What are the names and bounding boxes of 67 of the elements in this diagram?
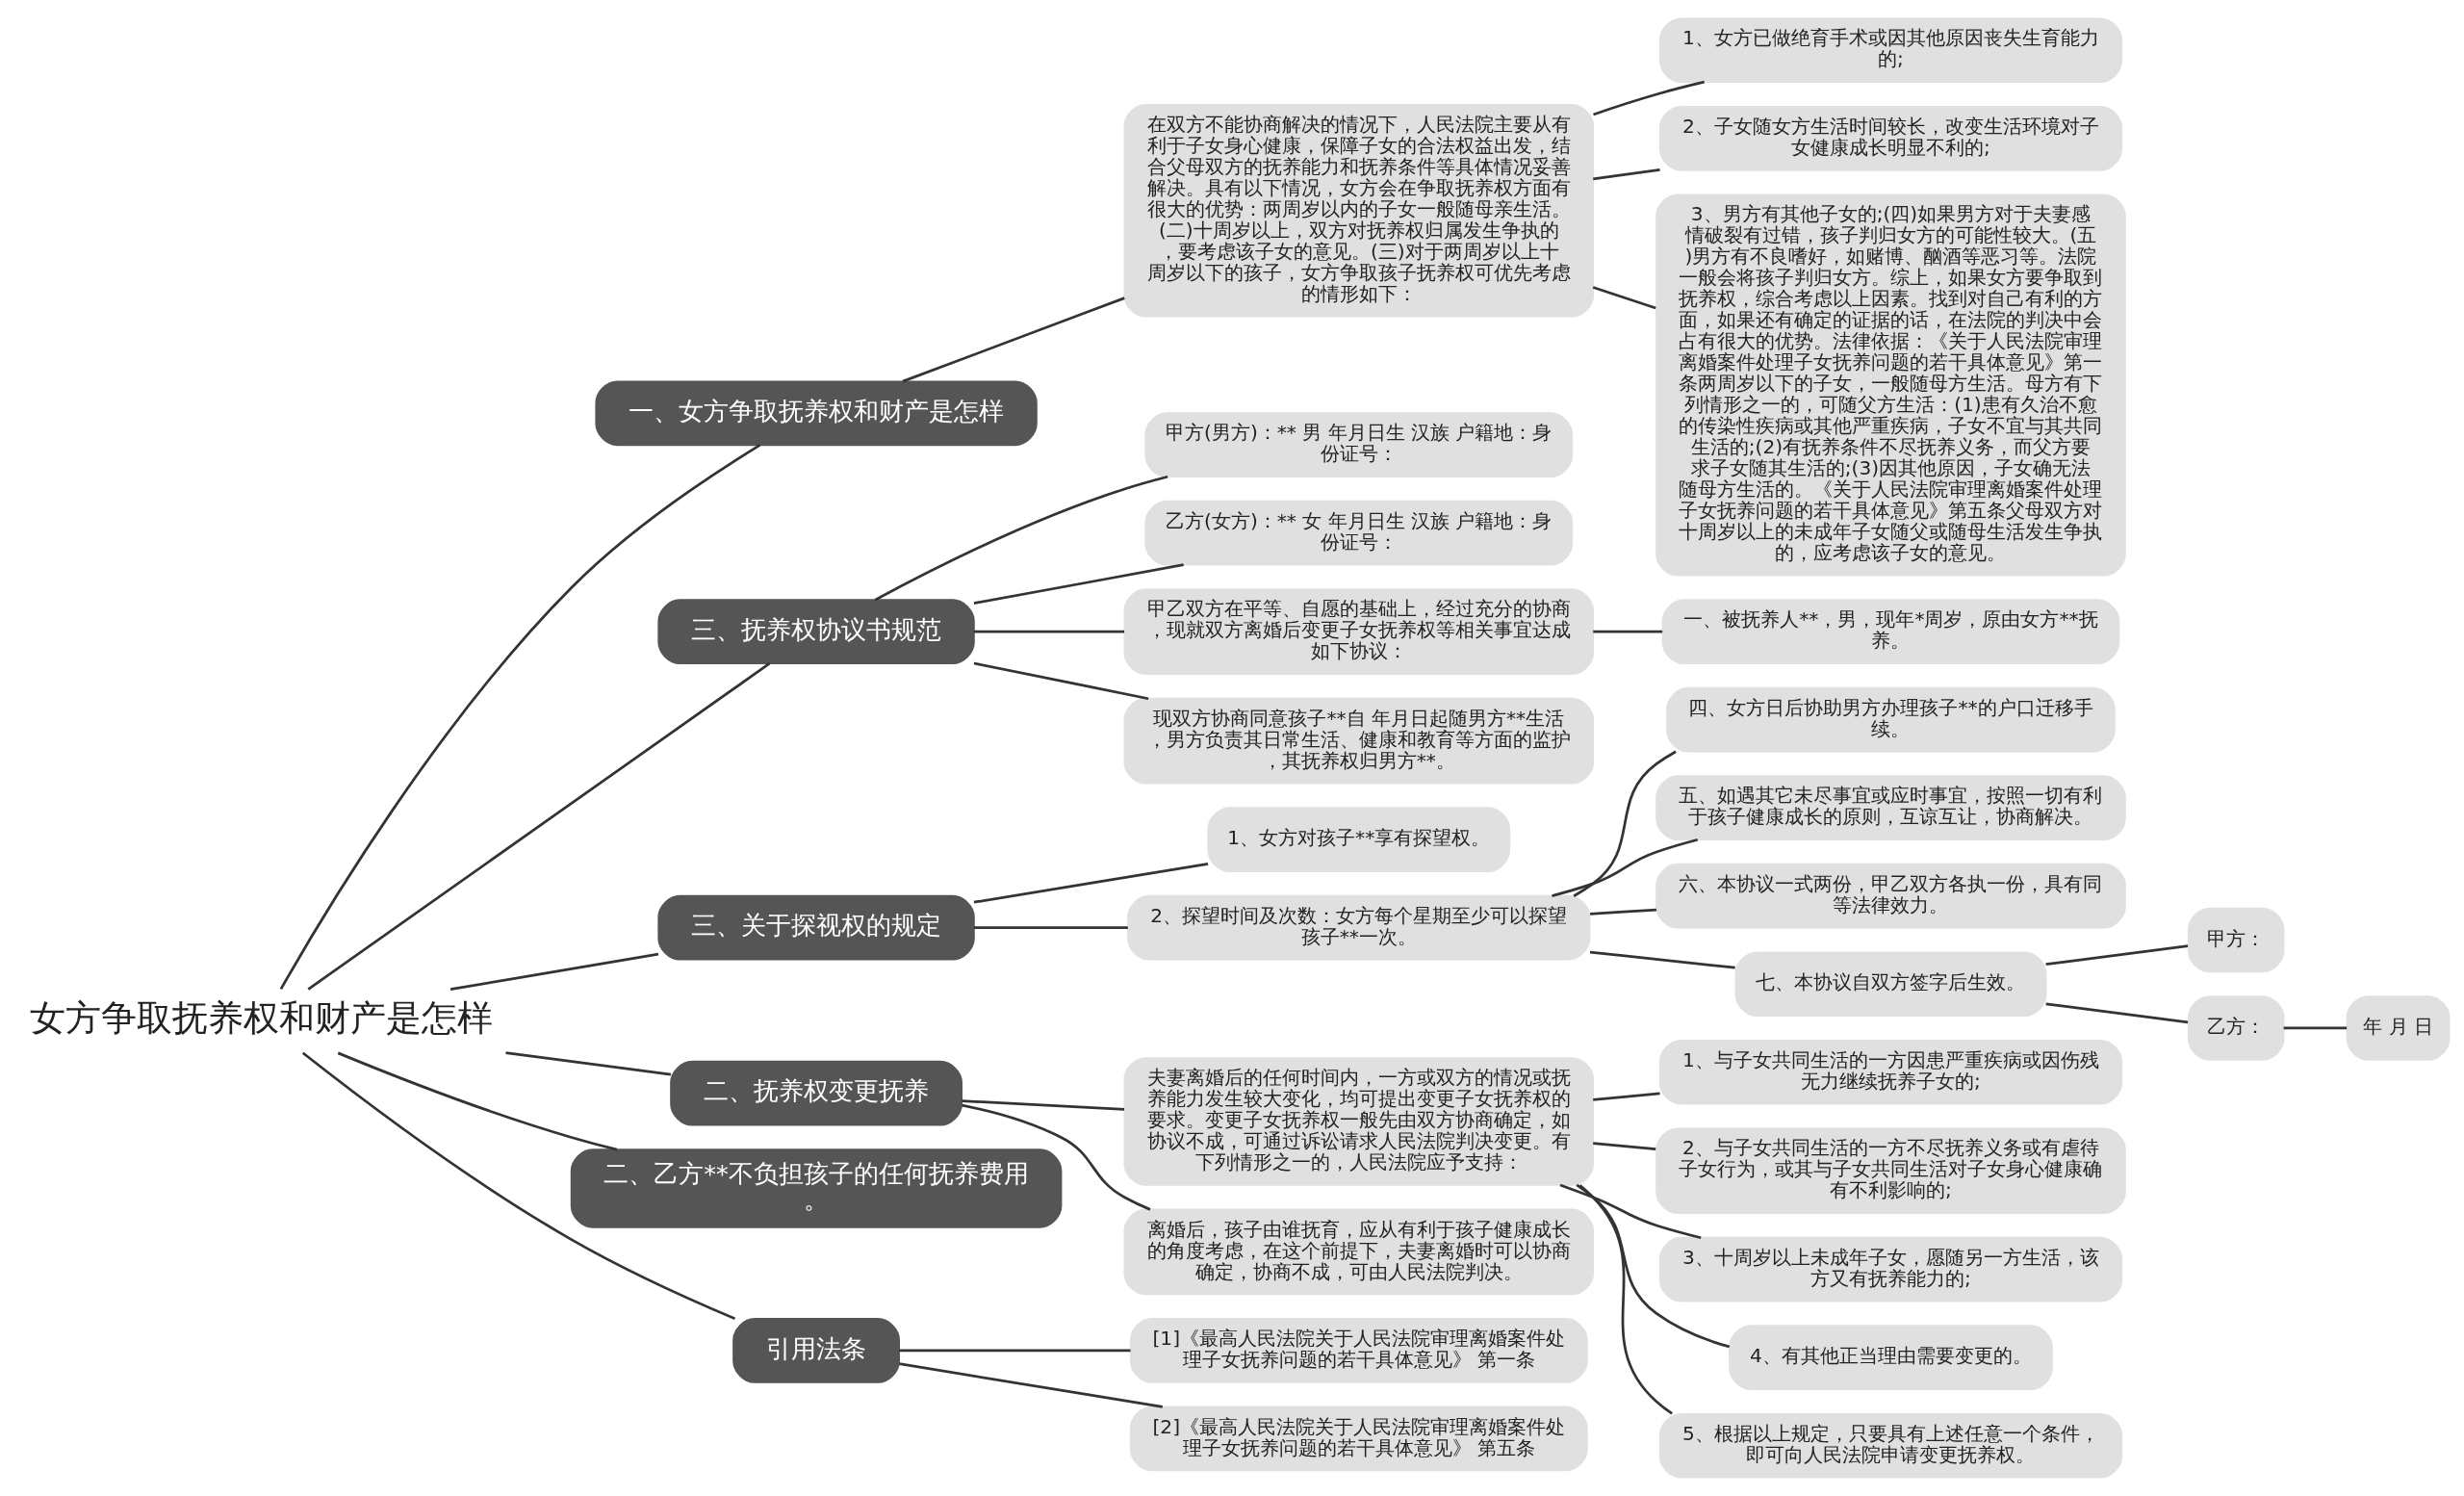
connector: [1593, 168, 1660, 181]
node-box: 1、女方对孩子**享有探望权。: [1207, 807, 1511, 873]
connector: [2283, 1026, 2348, 1030]
connector: [505, 1051, 672, 1076]
connector: [973, 863, 1209, 904]
node-box: 离婚后，孩子由谁抚育，应从有利于孩子健康成长的角度考虑，在这个前提下，夫妻离婚时可以协商确定，协商不成，可由人民法院判决。: [1123, 1208, 1595, 1296]
node-box: 乙方(女方)：** 女 年月日生 汉族 户籍地：身份证号：: [1144, 500, 1574, 566]
connector: [973, 661, 1149, 701]
connector: [962, 1099, 1125, 1111]
connector: [1593, 1092, 1660, 1101]
connector: [1559, 1183, 1702, 1240]
connector: [1552, 838, 1699, 897]
node-box: 3、十周岁以上未成年子女，愿随另一方生活，该方又有抚养能力的;: [1658, 1236, 2123, 1303]
node-box: 5、根据以上规定，只要具有上述任意一个条件，即可向人民法院申请变更抚养权。: [1658, 1412, 2123, 1479]
connector: [973, 926, 1128, 930]
node-box: 现双方协商同意孩子**自 年月日起随男方**生活，男方负责其日常生活、健康和教育等方面的监护，其抚养权归男方**。: [1123, 697, 1595, 785]
node-box: 1、女方已做绝育手术或因其他原因丧失生育能力的;: [1658, 17, 2123, 84]
node-box: 2、与子女共同生活的一方不尽抚养义务或有虐待子女行为，或其与子女共同生活对子女身心健康确有不利影响的;: [1656, 1127, 2126, 1215]
connector: [2045, 944, 2189, 967]
node-box: 夫妻离婚后的任何时间内，一方或双方的情况或抚养能力发生较大变化，均可提出变更子女抚养权的要求。变更子女抚养权一般先由双方协商确定，如协议不成，可通过诉讼请求人民法院判决变更。有下列情形之一的，人民法院应予支持：: [1123, 1057, 1595, 1186]
connector: [1578, 1184, 1673, 1415]
node-box: 七、本协议自双方签字后生效。: [1734, 951, 2047, 1018]
connector: [899, 1349, 1131, 1353]
node-box: 甲乙双方在平等、自愿的基础上，经过充分的协商，现就双方离婚后变更子女抚养权等相关事宜达成如下协议：: [1123, 588, 1595, 676]
node-box: 一、被抚养人**，男，现年*周岁，原由女方**抚养。: [1661, 599, 2120, 665]
node-box: 3、男方有其他子女的;(四)如果男方对于夫妻感情破裂有过错，孩子判归女方的可能性较大。(五)男方有不良嗜好，如赌博、酗酒等恶习等。法院一般会将孩子判归女方。综上，如果女方要争取到抚养权，综合考虑以上因素。找到对自己有利的方面，如果还有确定的证据的话，在法院的判决中会占有很大的优势。法律依据：《关于人民法院审理离婚案件处理子女抚养问题的若干具体意见》第一条两周岁以下的子女，一般随母方生活。母方有下列情形之一的，可随父方生活：(1)患有久治不愈的传染性疾病或其他严重疾病，子女不宜与其共同生活的;(2)有抚养条件不尽抚养义务，而父方要求子女随其生活的;(3)因其他原因，子女确无法随母方生活的。《关于人民法院审理离婚案件处理子女抚养问题的若干具体意见》第五条父母双方对十周岁以上的未成年子女随父或随母生活发生争执的，应考虑该子女的意见。: [1656, 193, 2126, 577]
connector: [279, 444, 761, 991]
node-box: 2、子女随女方生活时间较长，改变生活环境对子女健康成长明显不利的;: [1658, 105, 2123, 171]
node-box: 二、乙方**不负担孩子的任何抚养费用。: [570, 1148, 1063, 1228]
connector: [1593, 630, 1663, 633]
connector: [1593, 80, 1705, 116]
connector: [962, 1103, 1151, 1211]
node-box: 二、抚养权变更抚养: [670, 1060, 962, 1126]
connector: [1576, 1183, 1731, 1349]
node-box: 1、与子女共同生活的一方因患严重疾病或因伤残无力继续抚养子女的;: [1658, 1039, 2123, 1105]
connector: [1592, 286, 1656, 310]
connector: [899, 1362, 1164, 1408]
connector: [874, 475, 1168, 602]
node-box: 乙方：: [2187, 995, 2285, 1061]
connector: [973, 563, 1184, 605]
node-box: 一、女方争取抚养权和财产是怎样: [595, 380, 1038, 447]
connector: [449, 952, 659, 992]
node-box: [1]《最高人民法院关于人民法院审理离婚案件处理子女抚养问题的若干具体意见》 第一条: [1129, 1318, 1588, 1383]
connector: [2045, 1002, 2189, 1024]
node-box: 甲方：: [2187, 907, 2285, 973]
node-box: [2]《最高人民法院关于人民法院审理离婚案件处理子女抚养问题的若干具体意见》 第五条: [1129, 1406, 1588, 1472]
connector: [902, 297, 1125, 383]
connector: [1589, 908, 1657, 916]
node-box: 引用法条: [732, 1318, 900, 1383]
connector: [1573, 750, 1677, 897]
node-box: 三、抚养权协议书规范: [657, 599, 975, 665]
node-box: 五、如遇其它未尽事宜或应时事宜，按照一切有利于孩子健康成长的原则，互谅互让，协商解决。: [1656, 775, 2126, 841]
node-box: 六、本协议一式两份，甲乙双方各执一份，具有同等法律效力。: [1656, 863, 2126, 929]
connector: [1593, 1142, 1656, 1150]
connector: [973, 630, 1125, 633]
node-box: 在双方不能协商解决的情况下，人民法院主要从有利于子女身心健康，保障子女的合法权益出发，结合父母双方的抚养能力和抚养条件等具体情况妥善解决。具有以下情况，女方会在争取抚养权方面有很大的优势：两周岁以内的子女一般随母亲生活。(二)十周岁以上，双方对抚养权归属发生争执的，要考虑该子女的意见。(三)对于两周岁以上十周岁以下的孩子，女方争取孩子抚养权可优先考虑的情形如下：: [1123, 104, 1595, 318]
node-text: 女方争取抚养权和财产是怎样: [30, 996, 494, 1039]
node-box: 甲方(男方)：** 男 年月日生 汉族 户籍地：身份证号：: [1144, 412, 1574, 478]
node-box: 四、女方日后协助男方办理孩子**的户口迁移手续。: [1666, 686, 2116, 753]
connector: [1589, 950, 1735, 969]
node-box: 2、探望时间及次数：女方每个星期至少可以探望孩子**一次。: [1127, 894, 1591, 961]
connector: [337, 1051, 618, 1151]
connector: [301, 1051, 736, 1321]
node-box: 4、有其他正当理由需要变更的。: [1729, 1325, 2053, 1391]
connector: [307, 662, 771, 991]
node-box: 年 月 日: [2346, 995, 2451, 1061]
node-box: 三、关于探视权的规定: [657, 894, 975, 961]
